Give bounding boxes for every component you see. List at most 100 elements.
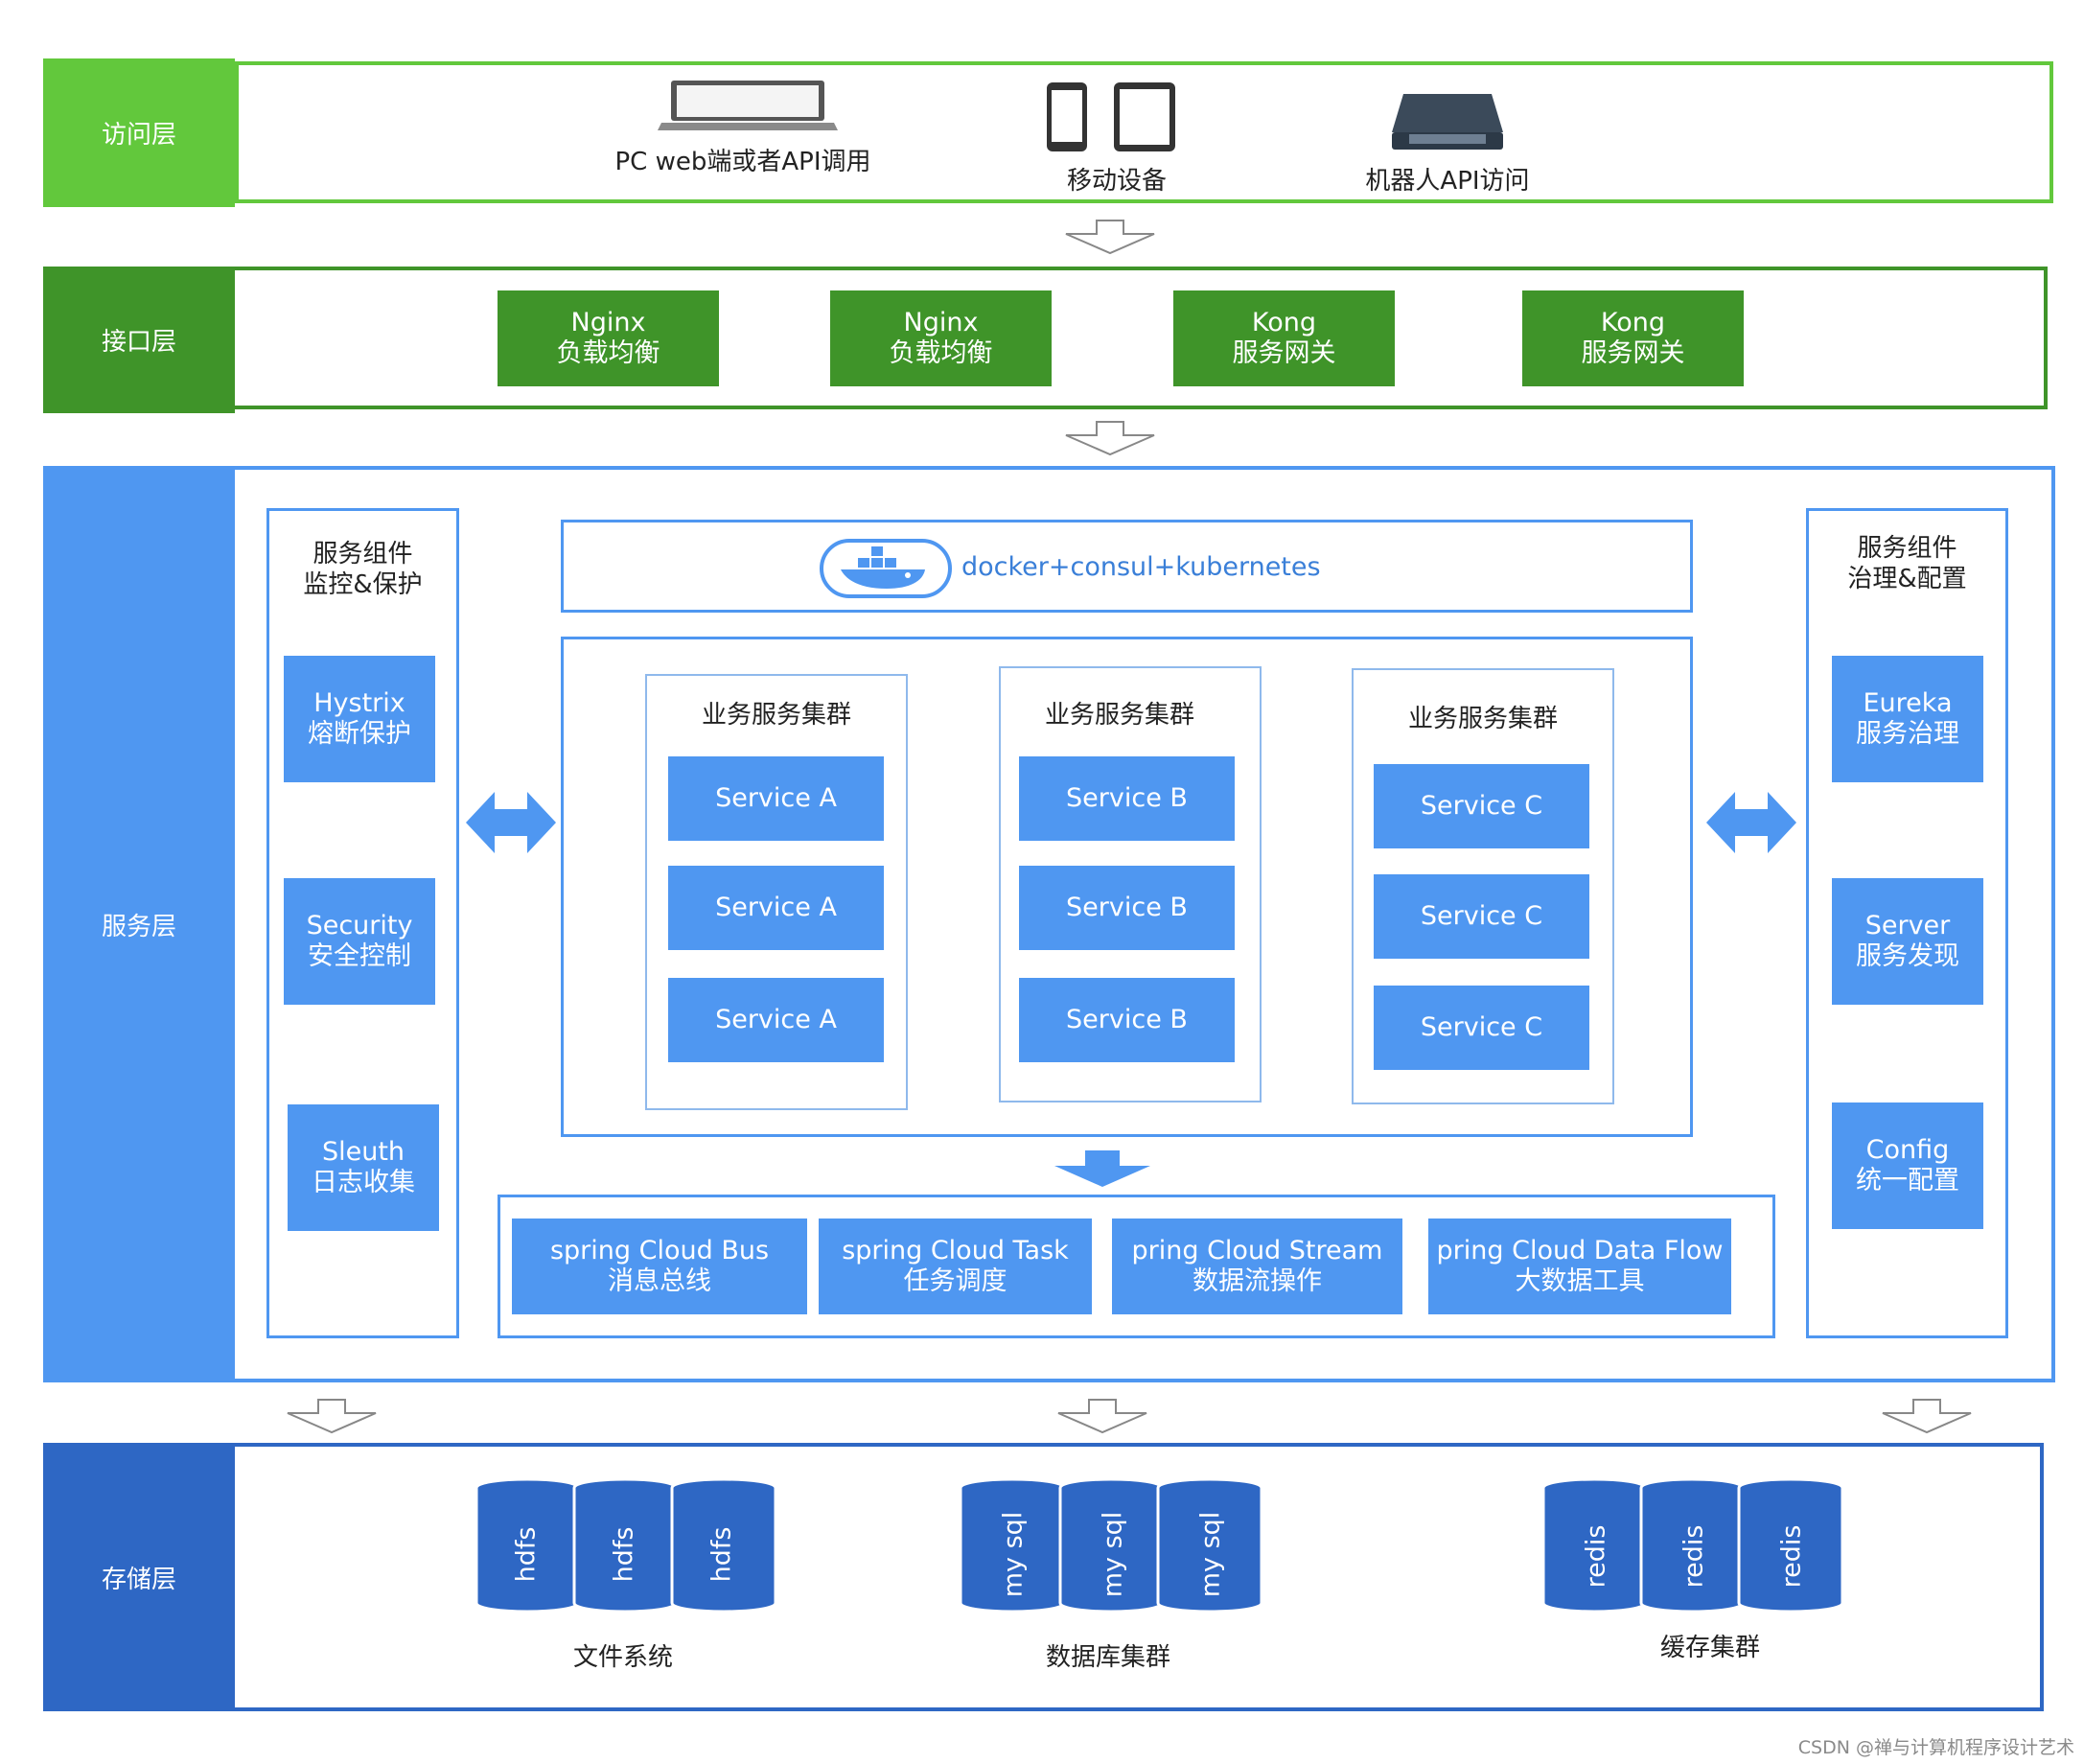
security-component: Security 安全控制 — [284, 878, 435, 1005]
robot-access-label: 机器人API访问 — [1365, 167, 1530, 196]
left-panel-title-1: 服务组件 — [313, 540, 413, 569]
spring-cloud-data-flow: pring Cloud Data Flow 大数据工具 — [1428, 1219, 1731, 1314]
down-arrow-icon — [1057, 1399, 1147, 1434]
left-panel-title-2: 监控&保护 — [303, 570, 423, 599]
mysql-label: my sql — [1098, 1511, 1128, 1598]
service-layer-label: 服务层 — [43, 466, 235, 1382]
service-a-3: Service A — [668, 978, 884, 1062]
mobile-devices-icon — [1047, 82, 1175, 151]
component-desc: 熔断保护 — [308, 719, 411, 749]
right-panel-title-1: 服务组件 — [1857, 534, 1957, 563]
watermark: CSDN @禅与计算机程序设计艺术 — [1797, 1737, 2074, 1758]
storage-layer-text: 存储层 — [101, 1565, 176, 1594]
component-name: Config — [1865, 1135, 1950, 1165]
service-label: Service C — [1420, 901, 1543, 931]
service-label: Service B — [1066, 1005, 1188, 1034]
left-panel-title: 服务组件 监控&保护 — [266, 539, 459, 600]
gateway-desc: 负载均衡 — [556, 338, 660, 368]
mysql-cylinders-icon — [959, 1477, 1263, 1613]
component-desc: 安全控制 — [308, 941, 411, 971]
redis-label: redis — [1581, 1524, 1611, 1589]
gateway-name: Nginx — [570, 308, 646, 337]
hdfs-cylinders-icon — [475, 1477, 777, 1613]
service-label: Service B — [1066, 783, 1188, 813]
interface-layer-label: 接口层 — [43, 267, 235, 413]
component-name: Hystrix — [313, 688, 405, 718]
down-arrow-icon — [1065, 220, 1155, 255]
service-label: Service A — [715, 1005, 837, 1034]
hystrix-component: Hystrix 熔断保护 — [284, 656, 435, 782]
service-c-1: Service C — [1374, 764, 1589, 848]
hdfs-label: hdfs — [706, 1526, 737, 1583]
interface-layer-text: 接口层 — [101, 328, 176, 357]
service-c-2: Service C — [1374, 874, 1589, 959]
component-name: Sleuth — [321, 1137, 405, 1167]
down-arrow-icon — [1065, 421, 1155, 456]
container-platform-text: docker+consul+kubernetes — [961, 552, 1321, 582]
redis-label: redis — [1679, 1524, 1709, 1589]
redis-cylinders-icon — [1541, 1477, 1844, 1613]
docker-whale-icon — [820, 539, 952, 598]
spring-desc: 任务调度 — [903, 1266, 1007, 1296]
cluster-title: 业务服务集群 — [1044, 701, 1194, 730]
storage-layer-box — [230, 1443, 2044, 1711]
access-layer-text: 访问层 — [101, 121, 176, 150]
component-desc: 统一配置 — [1856, 1166, 1959, 1195]
spring-cloud-task: spring Cloud Task 任务调度 — [819, 1219, 1092, 1314]
service-layer-text: 服务层 — [101, 912, 176, 941]
server-component: Server 服务发现 — [1832, 878, 1983, 1005]
storage-group-label: 数据库集群 — [1045, 1643, 1170, 1672]
spring-name: pring Cloud Stream — [1131, 1236, 1383, 1265]
component-name: Server — [1864, 911, 1951, 940]
service-label: Service B — [1066, 893, 1188, 922]
spring-desc: 消息总线 — [608, 1266, 711, 1296]
service-b-2: Service B — [1019, 866, 1235, 950]
spring-cloud-bus: spring Cloud Bus 消息总线 — [512, 1219, 807, 1314]
laptop-icon — [658, 81, 838, 130]
component-desc: 服务发现 — [1856, 941, 1959, 971]
double-arrow-left-icon — [466, 792, 556, 853]
down-arrow-blue-icon — [1054, 1150, 1150, 1187]
config-component: Config 统一配置 — [1832, 1102, 1983, 1229]
service-label: Service C — [1420, 791, 1543, 821]
gateway-name: Nginx — [903, 308, 979, 337]
gateway-kong-1: Kong 服务网关 — [1173, 290, 1395, 386]
spring-name: pring Cloud Data Flow — [1436, 1236, 1724, 1265]
gateway-kong-2: Kong 服务网关 — [1522, 290, 1744, 386]
spring-desc: 大数据工具 — [1515, 1266, 1645, 1296]
component-desc: 服务治理 — [1856, 719, 1959, 749]
service-label: Service A — [715, 893, 837, 922]
component-name: Eureka — [1863, 688, 1953, 718]
redis-label: redis — [1776, 1524, 1807, 1589]
hdfs-label: hdfs — [511, 1526, 542, 1583]
interface-layer-box — [230, 267, 2048, 409]
cluster-title: 业务服务集群 — [1407, 705, 1558, 733]
access-layer-label: 访问层 — [43, 58, 235, 207]
eureka-component: Eureka 服务治理 — [1832, 656, 1983, 782]
gateway-name: Kong — [1251, 308, 1317, 337]
storage-group-label: 缓存集群 — [1659, 1634, 1760, 1662]
gateway-nginx-2: Nginx 负载均衡 — [830, 290, 1052, 386]
service-a-1: Service A — [668, 756, 884, 841]
sleuth-component: Sleuth 日志收集 — [288, 1104, 439, 1231]
component-name: Security — [306, 911, 413, 940]
right-panel-title: 服务组件 治理&配置 — [1806, 533, 2008, 594]
storage-layer-label: 存储层 — [43, 1443, 235, 1711]
gateway-nginx-1: Nginx 负载均衡 — [498, 290, 719, 386]
service-b-3: Service B — [1019, 978, 1235, 1062]
gateway-name: Kong — [1600, 308, 1666, 337]
double-arrow-right-icon — [1706, 792, 1796, 853]
down-arrow-icon — [1882, 1399, 1972, 1434]
spring-name: spring Cloud Task — [842, 1236, 1069, 1265]
right-panel-title-2: 治理&配置 — [1847, 565, 1967, 593]
container-platform-bar — [561, 520, 1693, 613]
robot-device-icon — [1392, 94, 1503, 150]
service-c-3: Service C — [1374, 986, 1589, 1070]
component-desc: 日志收集 — [312, 1168, 415, 1197]
service-a-2: Service A — [668, 866, 884, 950]
spring-cloud-stream: pring Cloud Stream 数据流操作 — [1112, 1219, 1402, 1314]
access-layer-box — [235, 61, 2053, 203]
mobile-access-label: 移动设备 — [1066, 167, 1167, 196]
gateway-desc: 服务网关 — [1232, 338, 1336, 368]
mysql-label: my sql — [1195, 1511, 1226, 1598]
